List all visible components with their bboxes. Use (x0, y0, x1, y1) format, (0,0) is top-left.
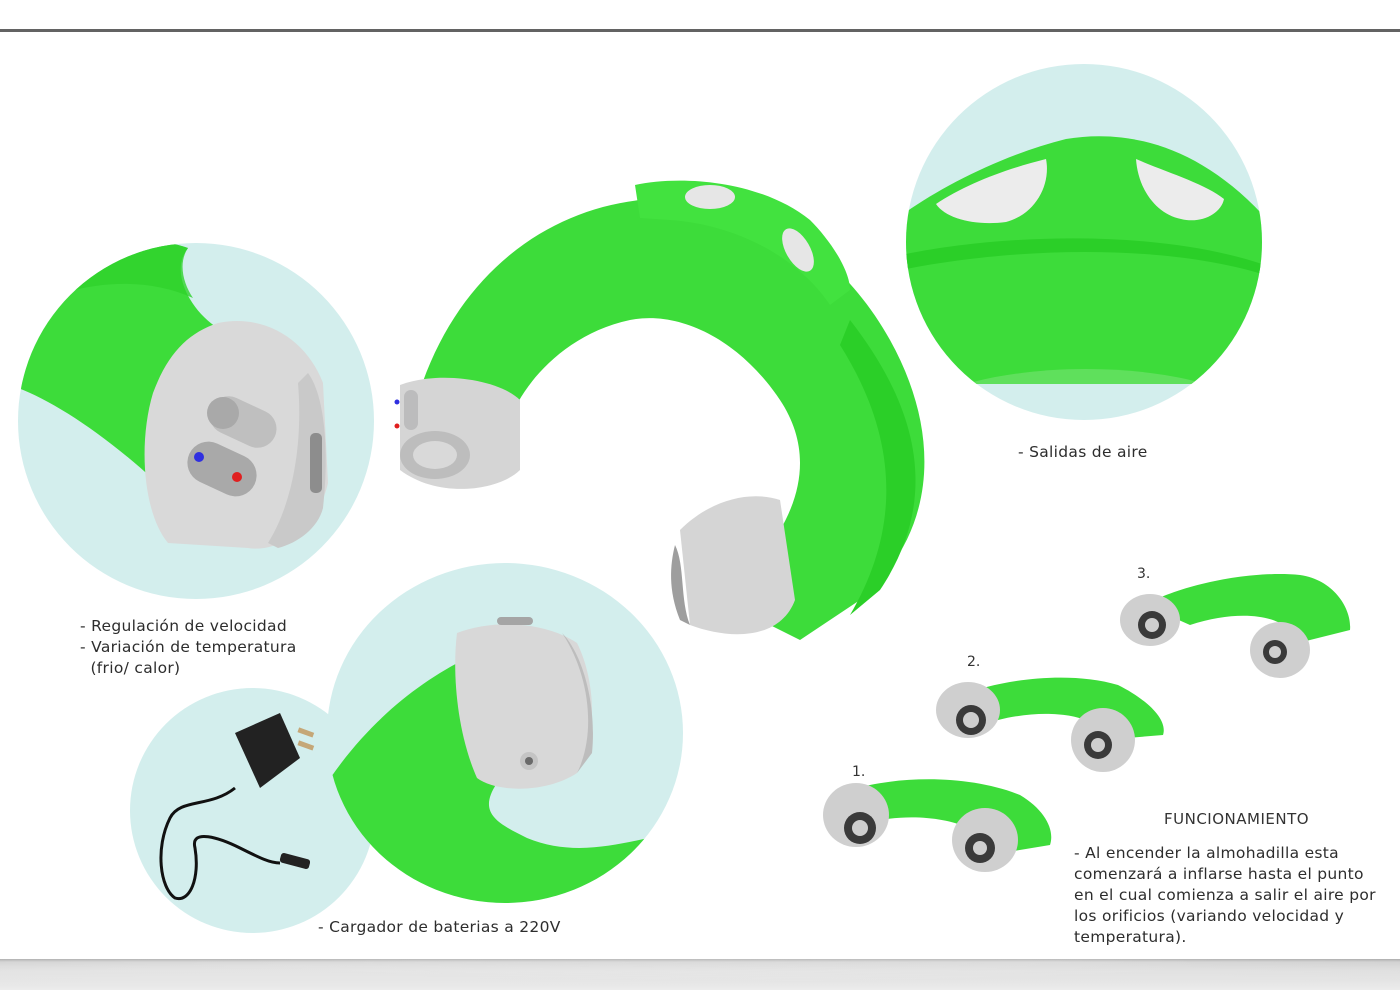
operation-line-1: - Al encender la almohadilla esta (1074, 844, 1339, 862)
power-button-render (327, 617, 683, 903)
right-air-outlet-mesh (1136, 159, 1224, 221)
heat-indicator-dot-icon (232, 472, 242, 482)
step2-render (936, 677, 1164, 772)
operation-line-4: los orificios (variando velocidad y (1074, 907, 1345, 925)
operation-title: FUNCIONAMIENTO (1164, 810, 1310, 828)
charger-callout: - Cargador de baterias a 220V (318, 918, 561, 936)
power-button-detail-circle (327, 563, 683, 903)
step3-number: 3. (1137, 566, 1151, 582)
operation-line-2: comenzará a inflarse hasta el punto (1074, 865, 1364, 883)
controls-detail-circle (18, 243, 374, 599)
controls-callout-line2: - Variación de temperatura (80, 638, 297, 656)
bottom-shadow-band (0, 959, 1400, 990)
controls-detail-render (18, 243, 328, 549)
step3-render (1120, 574, 1351, 678)
air-outlets-detail-circle (906, 64, 1262, 420)
left-air-outlet-mesh (936, 159, 1047, 224)
step2-number: 2. (967, 654, 981, 670)
step1-number: 1. (852, 764, 866, 780)
top-rule (0, 29, 1400, 32)
controls-callout-line1: - Regulación de velocidad (80, 617, 287, 635)
step1-render (823, 779, 1052, 872)
controls-callout-line3: (frio/ calor) (80, 659, 181, 677)
cold-indicator-dot-icon (194, 452, 204, 462)
charger-render (159, 713, 315, 901)
main-product-render (394, 180, 925, 641)
operation-line-3: en el cual comienza a salir el aire por (1074, 886, 1376, 904)
operation-line-5: temperatura). (1074, 928, 1187, 946)
speed-slider-switch-icon (207, 396, 277, 448)
air-outlets-callout: - Salidas de aire (1018, 443, 1148, 461)
air-outlets-render (906, 136, 1262, 384)
